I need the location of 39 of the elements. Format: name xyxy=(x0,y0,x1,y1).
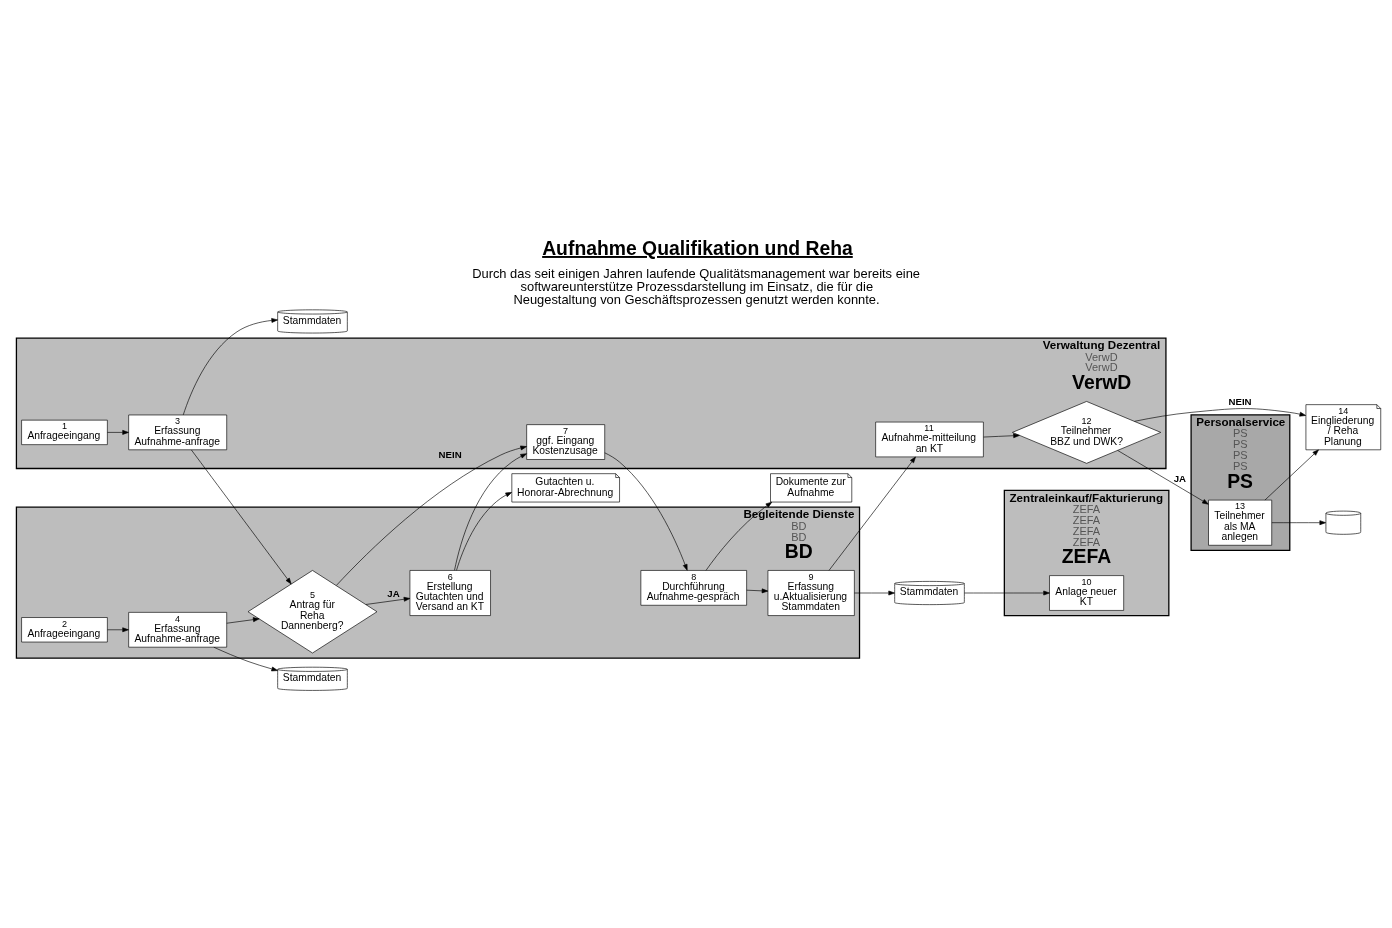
arrow xyxy=(604,452,688,571)
node-box: 2 Anfrageeingang xyxy=(21,617,108,643)
arrow xyxy=(1271,520,1326,526)
arrow xyxy=(705,501,773,571)
node-box: 9 Erfassung u.Aktualisierung Stammdaten xyxy=(767,570,855,616)
arrow xyxy=(854,590,895,596)
arrow xyxy=(1134,408,1306,422)
node-box: 7 ggf. Eingang Kostenzusage xyxy=(526,424,606,460)
arrow xyxy=(226,617,260,624)
node-box: 4 Erfassung Aufnahme-anfrage xyxy=(128,612,228,648)
edge-label: NEIN xyxy=(1228,396,1252,408)
arrow xyxy=(1264,449,1319,501)
arrow xyxy=(456,492,512,571)
edge-label: JA xyxy=(1173,473,1187,485)
node-box: 1 Anfrageeingang xyxy=(21,419,108,445)
arrow xyxy=(182,318,278,416)
arrow xyxy=(746,588,769,594)
arrow xyxy=(1117,450,1209,505)
edge-label: JA xyxy=(387,587,400,599)
node-box: 8 Durchführung Aufnahme-gespräch xyxy=(640,570,747,606)
node-box: 10 Anlage neuer KT xyxy=(1049,575,1124,611)
arrow xyxy=(107,627,129,633)
arrow xyxy=(454,453,527,571)
diagram-title: Aufnahme Qualifikation und Reha xyxy=(542,237,853,259)
arrow xyxy=(336,445,527,586)
arrow xyxy=(828,456,916,571)
node-box: 13 Teilnehmer als MA anlegen xyxy=(1208,499,1273,546)
arrow xyxy=(964,590,1050,596)
arrow xyxy=(107,430,129,435)
edge-label: NEIN xyxy=(438,449,462,461)
arrow xyxy=(983,433,1020,439)
arrow xyxy=(213,646,278,672)
node-box: 11 Aufnahme-mitteilung an KT xyxy=(875,421,984,458)
caption: Durch das seit einigen Jahren laufende Qualitätsmanagement war bereits eine softwareunterstütze Prozessdarstellung im Einsatz, die für die Neugestaltung von Geschäftsprozessen genutzt werden konnte. xyxy=(472,266,921,308)
node-diamond: 5 Antrag für Reha Dannenberg? xyxy=(247,570,378,654)
node-box: 3 Erfassung Aufnahme-anfrage xyxy=(128,414,228,451)
arrow xyxy=(365,596,411,605)
node-box: 6 Erstellung Gutachten und Versand an KT xyxy=(409,570,491,616)
arrow xyxy=(191,449,292,585)
